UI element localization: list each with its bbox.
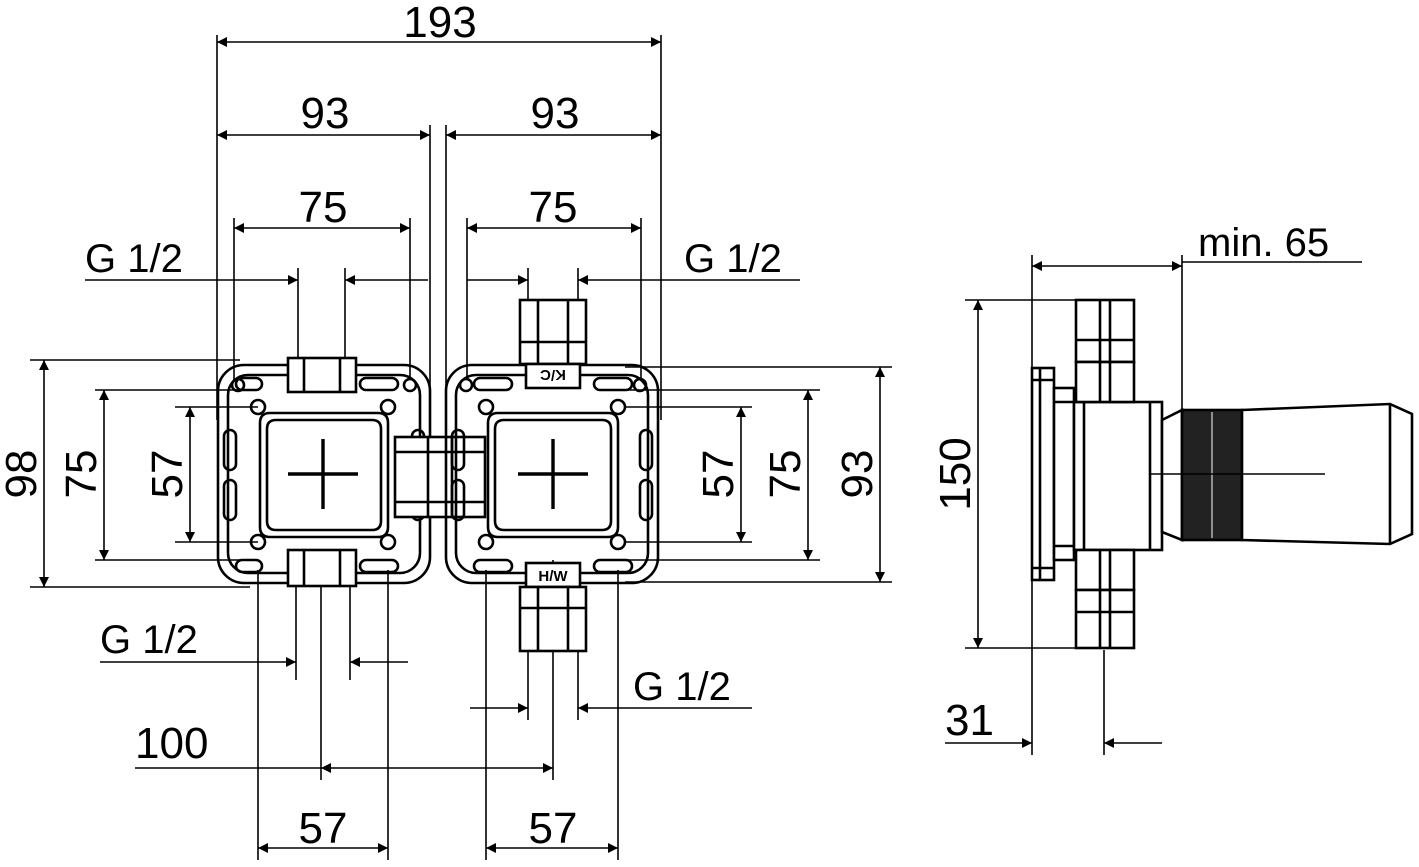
valve-body-left <box>258 411 390 539</box>
dim-half-width-right: 93 <box>531 89 580 138</box>
extension-lines <box>30 35 892 860</box>
side-view-part <box>1030 298 1414 650</box>
connector-left-bottom <box>286 548 358 588</box>
cold-mark: K/C <box>540 366 566 383</box>
dim-half-width-left: 93 <box>301 89 350 138</box>
side-view-extension-lines <box>965 255 1183 755</box>
dim-bottom-right-width: 57 <box>529 804 578 853</box>
connector-right-top: K/C <box>518 298 588 390</box>
dim-height-outer-left: 98 <box>0 450 46 499</box>
hot-mark: H/W <box>538 568 568 585</box>
dim-min-depth: min. 65 <box>1198 221 1329 265</box>
side-view-labels: min. 65 150 31 <box>931 221 1329 745</box>
dim-overall-width: 193 <box>403 0 476 47</box>
dim-inner-width-left: 75 <box>299 183 348 232</box>
thread-bottom-right: G 1/2 <box>633 665 731 709</box>
bridge-pipe <box>393 435 487 519</box>
dim-bottom-left-width: 57 <box>299 804 348 853</box>
dimension-lines <box>39 37 885 853</box>
thread-top-right: G 1/2 <box>684 237 782 281</box>
dim-height-outer-right: 93 <box>833 450 882 499</box>
dim-inner-width-right: 75 <box>529 183 578 232</box>
dim-height-inner-right: 57 <box>694 450 743 499</box>
side-view-dimension-lines <box>945 261 1362 748</box>
connector-right-bottom: H/W <box>518 561 588 653</box>
dim-center-distance: 100 <box>135 719 208 768</box>
connector-left-top <box>286 356 358 394</box>
dim-flange-depth: 31 <box>945 696 994 745</box>
dim-side-height: 150 <box>931 437 980 510</box>
thread-top-left: G 1/2 <box>85 237 183 281</box>
dim-height-mid-left: 75 <box>57 450 106 499</box>
dim-height-inner-left: 57 <box>143 450 192 499</box>
front-view-labels: 193 93 93 75 75 G 1/2 G 1/2 98 75 57 57 … <box>0 0 882 853</box>
dim-height-mid-right: 75 <box>761 450 810 499</box>
valve-body-right <box>486 411 620 539</box>
thread-bottom-left: G 1/2 <box>100 618 198 662</box>
